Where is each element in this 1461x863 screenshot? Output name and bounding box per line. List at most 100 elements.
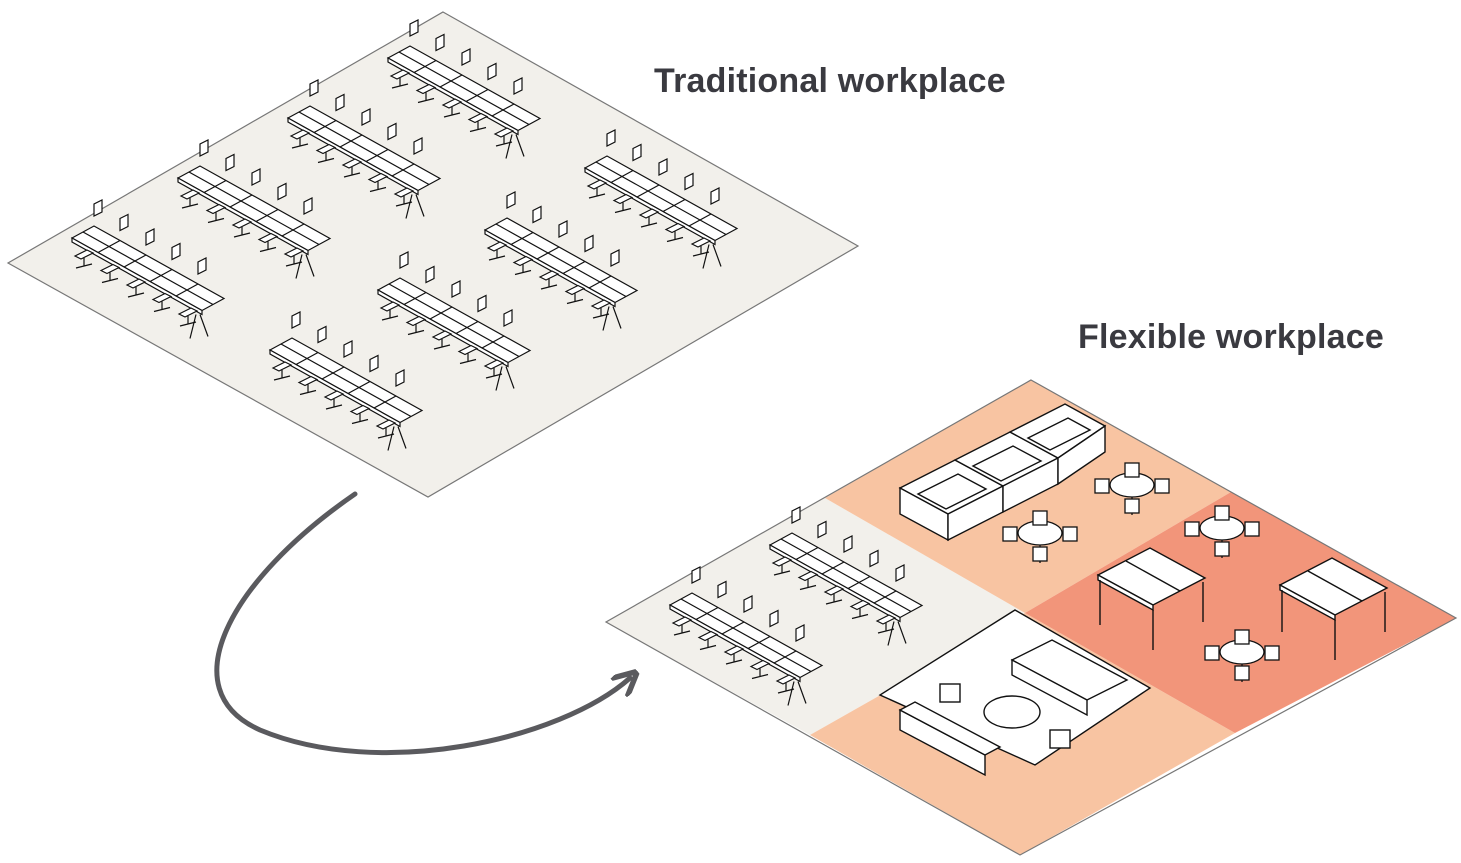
- office-chair-icon: [231, 218, 253, 238]
- office-chair-icon: [73, 249, 95, 269]
- office-chair-icon: [512, 255, 534, 276]
- traditional-floor: [6, 11, 860, 498]
- office-chair-icon: [335, 93, 345, 112]
- office-chair-icon: [379, 301, 401, 321]
- office-chair-icon: [145, 228, 155, 246]
- high-table-icon: [1278, 557, 1389, 660]
- office-chair-icon: [205, 203, 227, 224]
- office-chair-icon: [791, 506, 801, 524]
- booth-icon: [953, 431, 1060, 514]
- office-chair-icon: [271, 361, 293, 381]
- office-chair-icon: [775, 674, 797, 694]
- office-chair-icon: [387, 122, 397, 141]
- chair-icon: [1124, 498, 1140, 514]
- traditional-workplace-label: Traditional workplace: [654, 62, 1006, 100]
- office-chair-icon: [291, 311, 301, 329]
- desk-cluster-icon: [386, 19, 542, 159]
- office-chair-icon: [532, 205, 542, 224]
- desk-cluster-icon: [768, 506, 924, 646]
- office-chair-icon: [283, 247, 305, 267]
- office-chair-icon: [389, 69, 411, 89]
- office-chair-icon: [99, 263, 121, 284]
- office-chair-icon: [483, 359, 505, 379]
- office-chair-icon: [691, 566, 701, 584]
- office-chair-icon: [413, 137, 423, 155]
- office-chair-icon: [710, 187, 720, 205]
- desk-cluster-icon: [286, 79, 442, 219]
- office-chair-icon: [769, 609, 779, 628]
- office-chair-icon: [197, 257, 207, 275]
- coffee-table-icon: [983, 695, 1041, 729]
- office-chair-icon: [309, 79, 319, 97]
- chair-icon: [1124, 462, 1140, 478]
- office-chair-icon: [538, 270, 560, 290]
- chair-icon: [1234, 629, 1250, 645]
- office-chair-icon: [177, 307, 199, 327]
- office-chair-icon: [771, 556, 793, 576]
- office-chair-icon: [367, 172, 389, 193]
- office-chair-icon: [638, 208, 660, 228]
- desk-cluster-icon: [668, 566, 824, 706]
- chair-icon: [1204, 645, 1220, 661]
- office-chair-icon: [415, 83, 437, 104]
- flexible-workplace-label: Flexible workplace: [1078, 318, 1384, 356]
- office-chair-icon: [435, 33, 445, 52]
- office-chair-icon: [664, 222, 686, 243]
- office-chair-icon: [303, 197, 313, 215]
- office-chair-icon: [817, 520, 827, 539]
- office-chair-icon: [257, 232, 279, 253]
- office-chair-icon: [323, 390, 345, 410]
- office-chair-icon: [477, 294, 487, 313]
- office-chair-icon: [493, 127, 515, 147]
- office-chair-icon: [341, 158, 363, 178]
- office-chair-icon: [632, 143, 642, 162]
- office-chair-icon: [431, 330, 453, 350]
- office-chair-icon: [349, 404, 371, 425]
- office-chair-icon: [251, 168, 261, 186]
- office-chair-icon: [843, 535, 853, 553]
- office-chair-icon: [671, 616, 693, 636]
- flex-zone-cafe: [1025, 492, 1456, 733]
- round-table-icon: [1204, 629, 1280, 682]
- office-chair-icon: [375, 419, 397, 439]
- desk-cluster-icon: [483, 191, 639, 331]
- office-chair-icon: [119, 213, 129, 232]
- office-chair-icon: [409, 19, 419, 37]
- chair-icon: [1214, 541, 1230, 557]
- office-chair-icon: [93, 199, 103, 217]
- booth-seating: [898, 403, 1107, 542]
- office-chair-icon: [610, 249, 620, 267]
- office-chair-icon: [317, 325, 327, 344]
- chair-icon: [1184, 521, 1200, 537]
- office-chair-icon: [875, 614, 897, 634]
- chair-icon: [1002, 526, 1018, 542]
- office-chair-icon: [451, 280, 461, 298]
- office-chair-icon: [171, 242, 181, 261]
- office-chair-icon: [723, 645, 745, 665]
- desk-cluster-icon: [176, 139, 332, 279]
- chair-icon: [1062, 526, 1078, 542]
- chair-icon: [1234, 665, 1250, 681]
- office-chair-icon: [441, 98, 463, 118]
- chair-icon: [1154, 478, 1170, 494]
- office-chair-icon: [749, 659, 771, 680]
- office-chair-icon: [179, 189, 201, 209]
- ottoman-icon: [1049, 729, 1071, 749]
- office-chair-icon: [797, 570, 819, 591]
- office-chair-icon: [558, 220, 568, 238]
- round-table-icon: [1184, 505, 1260, 558]
- sofa-icon: [898, 701, 1002, 777]
- office-chair-icon: [225, 153, 235, 172]
- office-chair-icon: [586, 179, 608, 199]
- office-chair-icon: [606, 129, 616, 147]
- chair-icon: [1244, 521, 1260, 537]
- round-tables: [1002, 462, 1280, 682]
- office-chair-icon: [315, 143, 337, 164]
- flexible-desk-clusters: [668, 506, 924, 706]
- office-chair-icon: [823, 585, 845, 605]
- office-chair-icon: [125, 278, 147, 298]
- office-chair-icon: [425, 265, 435, 284]
- office-chair-icon: [277, 182, 287, 201]
- office-chair-icon: [584, 234, 594, 253]
